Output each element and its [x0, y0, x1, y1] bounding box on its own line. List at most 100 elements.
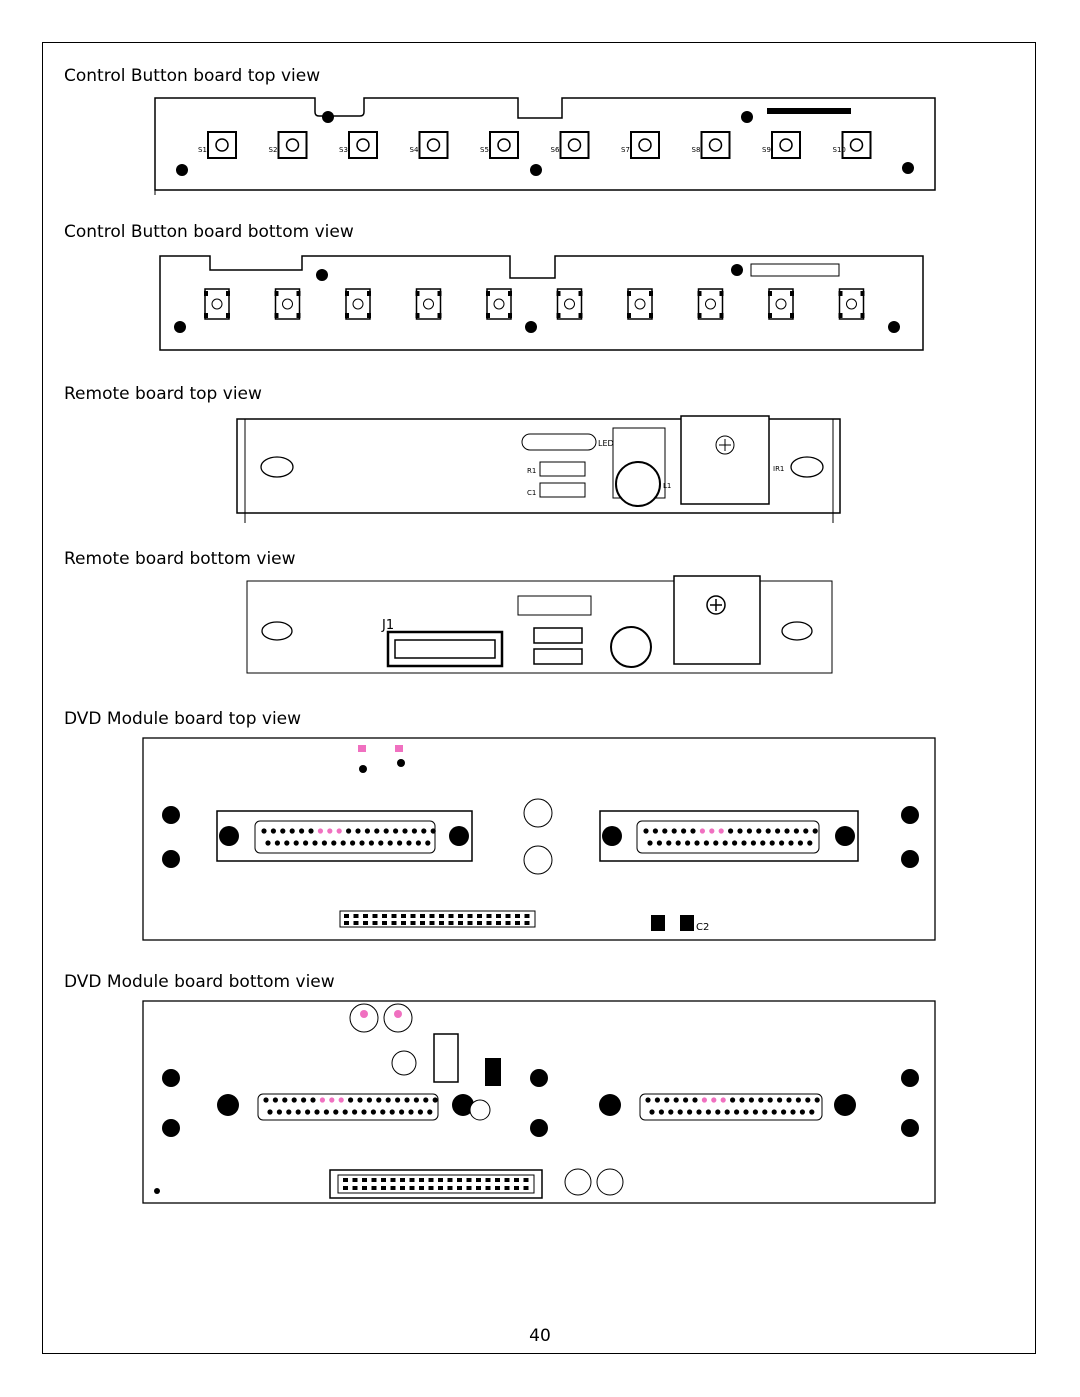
- connector-pin: [291, 1097, 297, 1103]
- connector-pin: [767, 1097, 773, 1103]
- r1-label: R1: [527, 467, 536, 475]
- connector-pin: [699, 828, 706, 834]
- dvd-module-board-bottom-diagram: [142, 1000, 936, 1204]
- connector-pin: [352, 1109, 358, 1115]
- connector-pin: [274, 840, 280, 846]
- j1-label: J1: [381, 618, 394, 633]
- connector-pin: [807, 840, 813, 846]
- connector-pin: [389, 1109, 395, 1115]
- connector-pin: [348, 1097, 354, 1103]
- connector-pin: [720, 1097, 726, 1103]
- switch-s1: S1: [198, 131, 237, 159]
- dvd-module-board-top-diagram: C2: [142, 737, 936, 941]
- connector-pin: [750, 840, 757, 846]
- connector-pin: [293, 840, 299, 846]
- connector-pin: [758, 1097, 764, 1103]
- switch-label: S10: [833, 146, 846, 154]
- connector-pin: [427, 1109, 433, 1115]
- connector-pin: [276, 1109, 282, 1115]
- connector-pin: [681, 828, 687, 834]
- switch-s3: S3: [339, 131, 378, 159]
- connector-pin: [734, 1109, 740, 1115]
- connector-pin: [756, 828, 762, 834]
- connector-pin: [746, 828, 753, 834]
- connector-pin: [645, 1097, 651, 1103]
- connector-pin: [301, 1097, 307, 1103]
- connector-pin: [376, 1097, 382, 1103]
- connector-pin: [779, 840, 785, 846]
- connector-pin: [404, 1097, 410, 1103]
- connector-pin: [350, 840, 356, 846]
- connector-pin: [814, 1097, 820, 1103]
- switch-label: S1: [198, 146, 207, 154]
- connector-pin: [425, 840, 431, 846]
- connector-pin: [357, 1097, 363, 1103]
- connector-pin: [408, 1109, 414, 1115]
- connector-pin: [741, 840, 747, 846]
- switch-label: S4: [410, 146, 419, 154]
- connector-pin: [713, 840, 719, 846]
- connector-pin: [402, 828, 408, 834]
- connector-pin: [692, 1097, 698, 1103]
- connector-pin: [284, 840, 290, 846]
- connector-pin: [760, 840, 766, 846]
- connector-pin: [781, 1109, 787, 1115]
- connector-pin: [406, 840, 412, 846]
- switch-label: S6: [551, 146, 560, 154]
- switch-pad: [204, 288, 230, 320]
- connector-pin: [662, 828, 668, 834]
- connector-pin: [421, 828, 427, 834]
- connector-pin: [395, 1097, 401, 1103]
- c2-label: C2: [696, 922, 709, 933]
- connector-pin: [327, 828, 333, 834]
- connector-pin: [380, 1109, 386, 1115]
- switch-label: S2: [269, 146, 278, 154]
- connector-pin: [666, 840, 672, 846]
- switch-label: S5: [480, 146, 489, 154]
- connector-pin: [703, 840, 710, 846]
- connector-pin: [423, 1097, 429, 1103]
- connector-pin: [643, 828, 649, 834]
- connector-pin: [658, 1109, 665, 1115]
- connector-pin: [333, 1109, 339, 1115]
- caption-remote-top: Remote board top view: [64, 384, 262, 404]
- connector-pin: [261, 828, 267, 834]
- connector-pin: [270, 828, 276, 834]
- switch-s10: S10: [833, 131, 872, 159]
- connector-pin: [361, 1109, 367, 1115]
- connector-pin: [795, 1097, 802, 1103]
- connector-pin: [329, 1097, 335, 1103]
- caption-dvd-bottom: DVD Module board bottom view: [64, 972, 335, 992]
- connector-pin: [748, 1097, 755, 1103]
- connector-pin: [718, 828, 724, 834]
- switch-pad: [345, 288, 371, 320]
- connector-pin: [417, 1109, 423, 1115]
- switch-s9: S9: [762, 131, 801, 159]
- connector-pin: [797, 840, 804, 846]
- connector-pin: [777, 1097, 783, 1103]
- switch-s5: S5: [480, 131, 519, 159]
- connector-pin: [752, 1109, 759, 1115]
- connector-pin: [652, 828, 659, 834]
- connector-pin: [289, 828, 295, 834]
- connector-pin: [709, 828, 715, 834]
- connector-pin: [675, 840, 681, 846]
- control-button-board-bottom-diagram: [159, 255, 924, 351]
- connector-pin: [340, 840, 346, 846]
- connector-pin: [647, 840, 653, 846]
- switch-pad: [697, 288, 724, 320]
- connector-pin: [799, 1109, 806, 1115]
- connector-pin: [432, 1097, 438, 1103]
- connector-pin: [308, 828, 314, 834]
- caption-dvd-top: DVD Module board top view: [64, 709, 302, 729]
- connector-pin: [649, 1109, 655, 1115]
- connector-pin: [654, 1097, 661, 1103]
- connector-pin: [671, 828, 677, 834]
- connector-pin: [272, 1097, 278, 1103]
- connector-pin: [286, 1109, 292, 1115]
- connector-pin: [705, 1109, 712, 1115]
- connector-pin: [413, 1097, 419, 1103]
- connector-pin: [305, 1109, 311, 1115]
- connector-pin: [280, 828, 286, 834]
